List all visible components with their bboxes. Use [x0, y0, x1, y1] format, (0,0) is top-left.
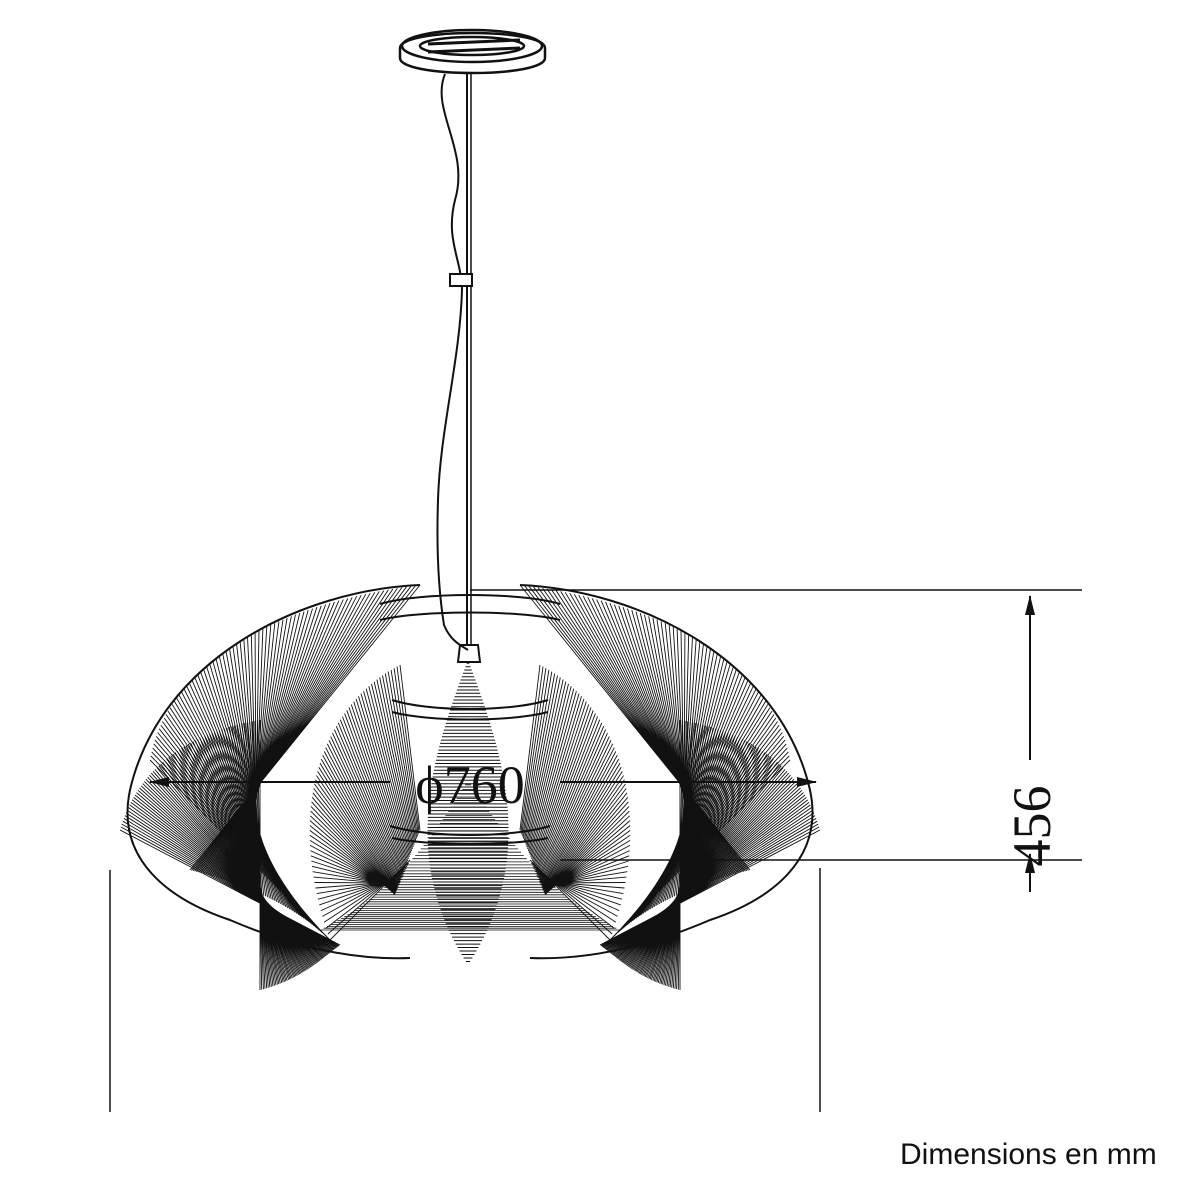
suspension-cable [436, 72, 473, 651]
petal-lower-right [599, 720, 821, 990]
height-label: 456 [1002, 786, 1062, 867]
height-dimension [470, 589, 1082, 892]
frame-mid-ring [391, 699, 549, 721]
petal-inner-right [519, 664, 631, 941]
petal-inner-left [309, 664, 421, 941]
ceiling-canopy [398, 28, 547, 75]
shade-outline-right [519, 584, 814, 960]
petal-center-cross [320, 784, 620, 931]
wire-lampshade [119, 584, 821, 990]
petal-lower-left [119, 720, 341, 990]
shade-outline-left [126, 584, 421, 960]
lamp-socket [456, 644, 482, 663]
frame-top-ring [379, 594, 561, 621]
unit-note: Dimensions en mm [900, 1138, 1157, 1171]
width-dimension [109, 777, 821, 1112]
width-label: ϕ760 [415, 755, 524, 815]
